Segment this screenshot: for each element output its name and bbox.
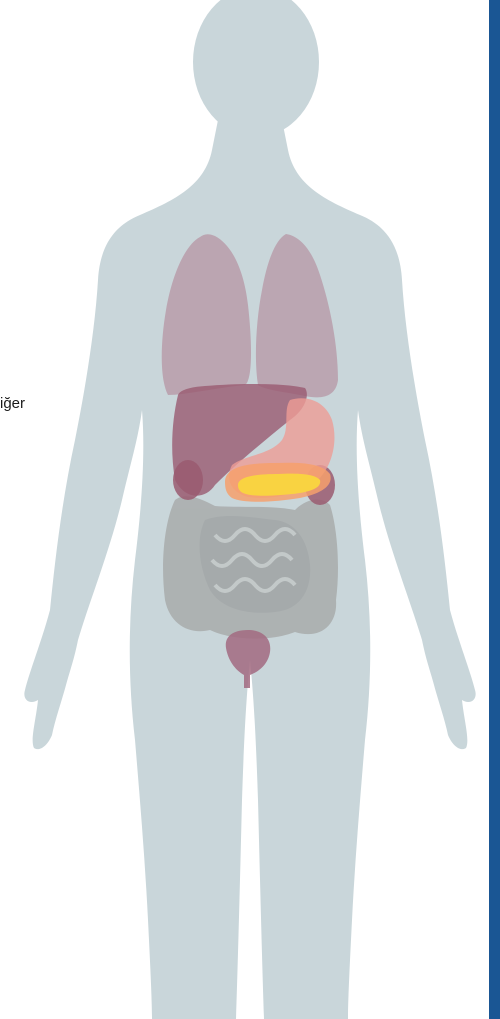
left-kidney bbox=[173, 460, 203, 500]
liver-label: iğer bbox=[0, 396, 25, 411]
head bbox=[193, 0, 319, 137]
side-bar bbox=[489, 0, 500, 1019]
intestines bbox=[163, 496, 338, 638]
